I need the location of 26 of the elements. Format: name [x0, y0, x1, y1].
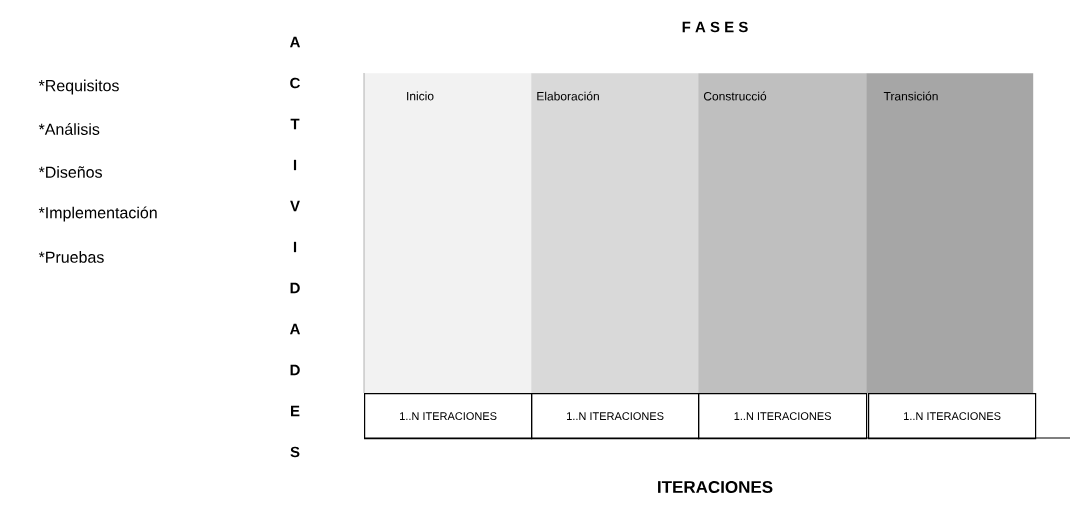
iteration-box: 1..N ITERACIONES: [364, 393, 533, 440]
vertical-letter: V: [290, 200, 300, 212]
activity-label: *Pruebas: [38, 251, 104, 263]
phase-band: Construcció: [698, 73, 867, 394]
phase-band: Inicio: [364, 73, 532, 394]
vertical-letter: E: [291, 405, 300, 417]
phase-band: Transición: [866, 73, 1034, 394]
activity-label: *Implementación: [38, 206, 157, 222]
vertical-letter: D: [290, 282, 300, 294]
vertical-letter: I: [293, 241, 297, 253]
activity-label: *Requisitos: [38, 79, 119, 95]
iteration-box: 1..N ITERACIONES: [531, 393, 700, 440]
activity-label: *Análisis: [38, 123, 100, 135]
vertical-letter: S: [290, 446, 300, 458]
title: F A S E S: [682, 21, 748, 33]
vertical-letter: T: [290, 118, 300, 130]
vertical-letter: I: [293, 159, 297, 171]
activity-label: *Diseños: [38, 166, 102, 178]
axis-title: ITERACIONES: [658, 480, 773, 493]
phase-band: Elaboración: [531, 73, 699, 394]
iteration-box: 1..N ITERACIONES: [868, 393, 1037, 440]
vertical-letter: D: [290, 364, 300, 376]
vertical-letter: A: [289, 36, 300, 48]
iteration-box: 1..N ITERACIONES: [698, 393, 868, 440]
vertical-letter: A: [289, 323, 300, 335]
vertical-letter: C: [290, 77, 300, 89]
